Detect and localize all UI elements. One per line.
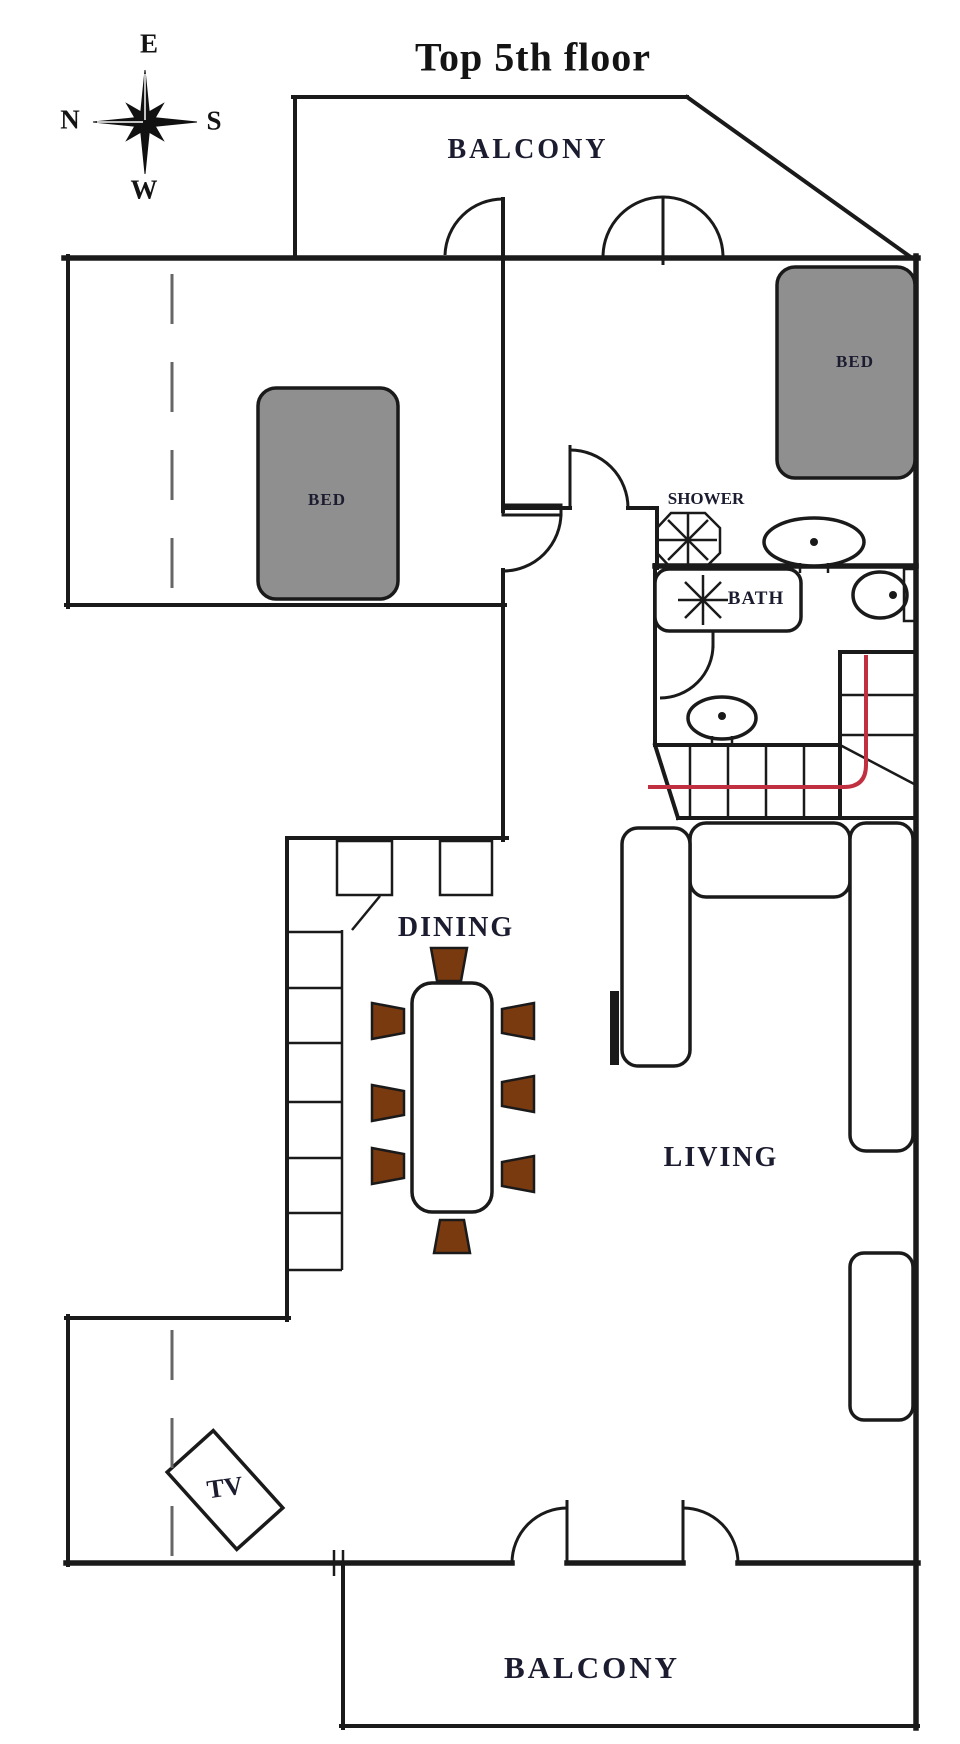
dining-chair [370,1083,406,1123]
label-living: LIVING [663,1142,779,1173]
side-table [610,991,619,1065]
living-balcony-door-left [510,1500,569,1564]
compass-label-north: N [60,104,80,135]
label-bed-right: BED [836,352,874,371]
label-shower: SHOWER [667,489,745,508]
tv-stand [164,1428,286,1552]
dining-chair [500,1074,536,1114]
dining-chair [370,1001,406,1041]
compass-label-east: E [139,28,159,59]
toilet [851,567,918,623]
bathtub [653,567,803,633]
balcony-door-single [443,197,504,256]
armchair-bench [848,1251,915,1422]
living-balcony-door-right [681,1500,740,1564]
bedroom-left-door [501,503,563,573]
sofa-right-seat [848,821,915,1153]
dining-table [410,981,494,1214]
label-dining: DINING [397,912,515,943]
stairs [652,650,918,821]
sofa [610,821,915,1153]
dining-chair [432,1218,472,1255]
kitchen-counter [287,839,494,1272]
dining-chair [500,1001,536,1041]
shower-cabin [655,511,722,570]
label-balcony-bottom: BALCONY [503,1650,681,1685]
sink-1 [762,516,866,573]
compass-label-south: S [206,105,222,136]
dining-chair [500,1154,536,1194]
label-balcony-top: BALCONY [447,134,609,165]
outer-walls [61,253,921,1731]
sofa-left-seat [620,826,692,1068]
bed-right [775,265,917,480]
hall-door [568,445,630,509]
top-balcony-walls [291,94,915,261]
compass-rose [92,69,198,175]
label-bed-left: BED [308,490,346,509]
sofa-top-seat [688,821,852,899]
dining-chair [370,1146,406,1186]
dining-chairs [370,946,536,1255]
compass-label-west: W [130,174,158,205]
stair-railing [648,655,868,789]
bath-door [659,622,715,700]
bed-left [256,386,400,601]
sink-2 [686,695,758,745]
label-tv: TV [205,1470,245,1505]
balcony-door-double [601,195,725,265]
bottom-balcony-walls [332,1550,920,1730]
dining-chair [429,946,469,983]
page-title: Top 5th floor [414,34,652,80]
label-bath: BATH [727,588,785,609]
